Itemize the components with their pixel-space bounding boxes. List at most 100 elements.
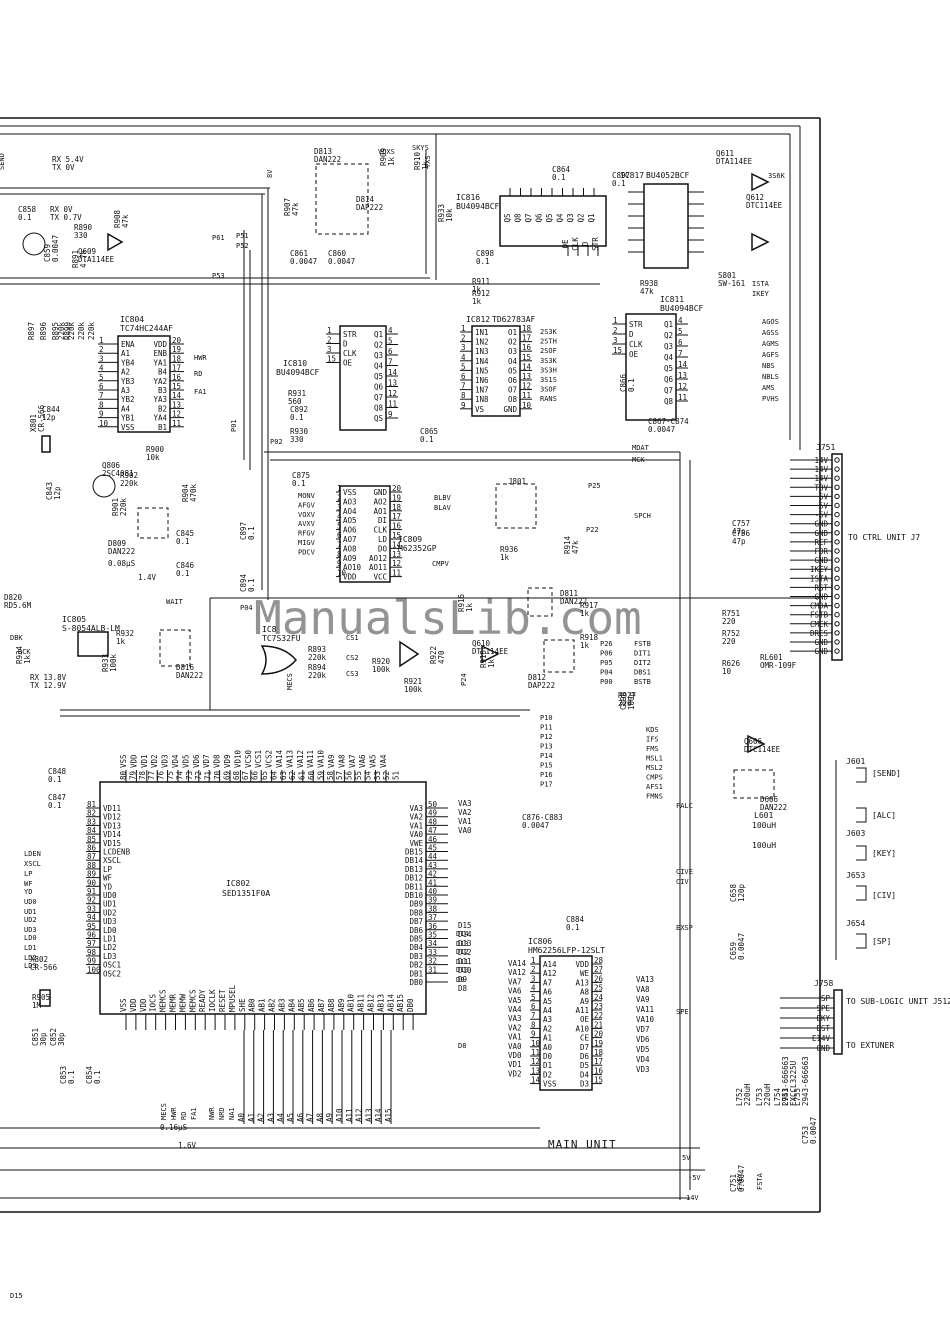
ic812-pins-num: 13 (522, 372, 531, 381)
ic804-pins-num: 12 (172, 410, 181, 419)
ic802-top-num: 79 (128, 771, 137, 780)
annotation: TX 0.7V (50, 213, 82, 222)
port2-right: DBS1 (634, 669, 651, 677)
capacitor-value: 47p (732, 527, 746, 536)
net-label: P61 (212, 234, 225, 242)
net-label: ISTA (752, 280, 770, 288)
net-label: 14V (686, 1194, 699, 1202)
resistor-value: 47k (571, 540, 580, 554)
capacitor-ref: C864 (552, 165, 571, 174)
ic804-pins-name: ENB (153, 349, 167, 358)
ic809-in-net: AVXV (298, 520, 316, 528)
ic810-ref: IC810 (283, 359, 307, 368)
ic806-pins-num: 2 (531, 965, 536, 974)
net-label: 3S6K (768, 172, 786, 180)
ic802-pins-name: UD2 (103, 908, 117, 917)
ic802-pins-name: DB3 (409, 952, 423, 961)
diode-ref: D816 (176, 663, 195, 672)
capacitor-ref: C865 (420, 427, 438, 436)
ic804-pins-num: 17 (172, 364, 181, 373)
ic802-top-net: VA10 (317, 749, 326, 768)
ic806-left-net: VA0 (508, 1042, 522, 1051)
ic812-pins-name: VS (475, 405, 485, 414)
ic806-pins: A141A122A73A64A55A46A37A28A19A010D011D11… (508, 956, 655, 1089)
ic806-pins-name: CE (580, 1034, 590, 1043)
ic802-top-net: VCS1 (254, 750, 263, 768)
ic806-pins-num: 5 (531, 993, 536, 1002)
ic802-pins-num: 95 (87, 922, 96, 931)
ic802-bottom-pin: AB11 (357, 994, 366, 1012)
resistor-value: 1k (465, 602, 474, 612)
capacitor-ref: C751 (729, 1174, 738, 1192)
capacitor-value: 12p (42, 413, 56, 422)
j758-target-1: TO SUB-LOGIC UNIT J512 (846, 997, 950, 1006)
ic804-pins-num: 20 (172, 336, 182, 345)
ic804-pins-num: 15 (172, 382, 181, 391)
ic802-pins-num: 38 (428, 904, 438, 913)
ic806-pins-name: VDD (575, 960, 589, 969)
capacitor-value: 0.0047 (328, 257, 355, 266)
capacitor-ref: C890 (619, 691, 628, 710)
net-label: LD2 (24, 954, 37, 962)
ic802-top-num: 66 (251, 770, 260, 780)
ic816-top-pin: Q1 (587, 213, 596, 222)
capacitor-value: 0.1 (48, 775, 62, 784)
diode-ref: D814 (356, 195, 375, 204)
resistor-ref: R931 (288, 389, 306, 398)
ic802-top-num: 80 (119, 770, 128, 780)
ic802-bottom-pin: AB6 (307, 998, 316, 1012)
annotation: RX 0V (50, 205, 73, 214)
capacitor-ref: C753 (801, 1126, 810, 1144)
ic802-pins-name: DB2 (409, 961, 423, 970)
diode-ref: D606 (760, 795, 779, 804)
ic802-pins-name: DB1 (409, 969, 423, 978)
frame (0, 117, 821, 1213)
net-label: WF (24, 880, 32, 888)
ic806-pins-name: OE (580, 1015, 590, 1024)
capacitor-ref: C876-C883 (522, 813, 563, 822)
addr-bus-label: A10 (335, 1108, 344, 1122)
ic802-top-net: VCS0 (244, 749, 253, 768)
net-label: 8V (266, 169, 274, 178)
addr-bus-label: A15 (384, 1108, 393, 1122)
ic802-pins-num: 85 (87, 835, 96, 844)
ic812-pins-num: 4 (461, 353, 466, 362)
resistor-ref: R917 (580, 601, 598, 610)
ic811-pins-num: 2 (613, 326, 618, 335)
port2-right: DIT2 (634, 659, 651, 667)
ic802-pins-num: 100 (87, 965, 101, 974)
resistor-value: 1k (500, 553, 510, 562)
ic802-bottom-pin: AB8 (327, 998, 336, 1012)
ic802-pins-num: 84 (87, 826, 97, 835)
ic812-pins-num: 11 (522, 391, 531, 400)
ic802-top-num: 70 (213, 770, 222, 780)
ic812-net: 3S3K (540, 357, 558, 365)
j758-ref: J758 (814, 979, 833, 988)
diode-ref: D812 (528, 673, 546, 682)
ic806-pins-num: 18 (594, 1048, 604, 1057)
ic802-pins-name: LD0 (103, 926, 117, 935)
ic817-part: BU4052BCF (646, 171, 690, 180)
resistor-value: 220 (618, 699, 632, 708)
capacitor-value: 0.0047 (522, 821, 549, 830)
ic812-pins-num: 16 (522, 343, 532, 352)
ic802-bus-label: D8 (458, 984, 468, 993)
ic806-pins-name: A2 (543, 1024, 552, 1033)
capacitor-ref: C894 (239, 573, 248, 592)
misc-ref: J801 (508, 477, 526, 486)
resistor-ref: R900 (146, 445, 165, 454)
ic802-top-num: 68 (232, 770, 241, 780)
ic802-pins-name: OSC1 (103, 961, 121, 970)
diode-boxes (137, 163, 775, 799)
resistor-ref: R909 (379, 148, 388, 166)
ic804-pins-num: 4 (99, 364, 104, 373)
ic802-bottom-pin: AB9 (337, 998, 346, 1012)
j751-pin-dot (834, 584, 840, 591)
ic809-pins-num: 6 (337, 531, 342, 540)
addr-bus-label: A9 (325, 1113, 334, 1122)
j751-pin-dot (834, 530, 840, 536)
ic812-pins-name: O5 (508, 366, 517, 375)
ic8-ref: IC8 (262, 625, 277, 634)
